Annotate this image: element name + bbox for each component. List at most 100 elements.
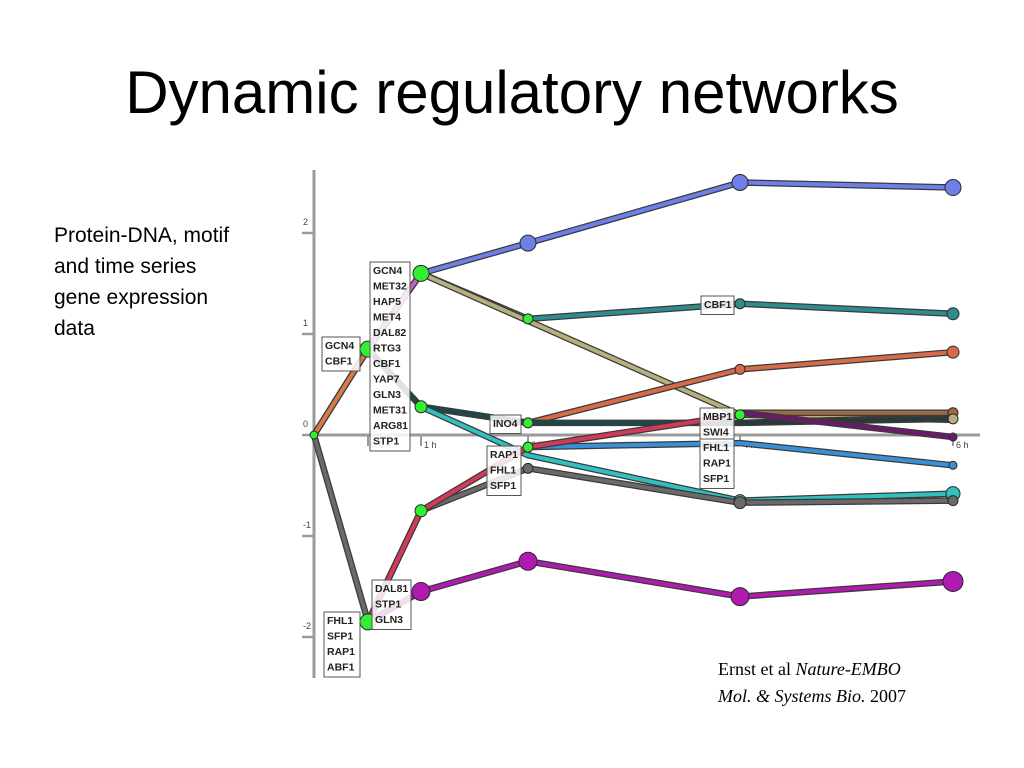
citation-line-1: Ernst et al Nature-EMBO (718, 656, 1018, 683)
split-node (942, 570, 964, 592)
tf-label-box: INO4 (489, 414, 522, 434)
tf-label-frame (699, 438, 735, 489)
split-node (412, 264, 430, 282)
tf-name: GCN4 (325, 340, 354, 352)
slide-title: Dynamic regulatory networks (125, 59, 899, 126)
citation-authors: Ernst et al (718, 659, 796, 679)
tf-name: YAP7 (373, 374, 400, 386)
regulatory-path (526, 441, 955, 468)
tf-label-frame (369, 261, 411, 452)
tf-name: ABF1 (327, 662, 355, 674)
tf-name: STP1 (375, 599, 401, 611)
split-node (309, 430, 319, 440)
tf-label-frame (323, 611, 361, 678)
split-node (947, 495, 959, 507)
tf-name: RAP1 (327, 646, 355, 658)
tf-label-frame (489, 414, 522, 434)
caption-line: Protein-DNA, motif (54, 224, 230, 247)
tf-name: SWI4 (703, 427, 729, 439)
caption-line: data (54, 317, 95, 340)
tf-name: GLN3 (375, 614, 403, 626)
tf-name: FHL1 (703, 442, 729, 454)
tf-label-frame (486, 445, 522, 496)
y-tick-label: 0 (303, 419, 308, 429)
regulatory-path (738, 410, 955, 440)
tf-name: CBF1 (325, 356, 353, 368)
tf-name: STP1 (373, 436, 399, 448)
tf-name: SFP1 (327, 631, 353, 643)
split-node (522, 313, 534, 325)
split-node (730, 587, 750, 607)
tf-name: RTG3 (373, 343, 401, 355)
tf-name: GCN4 (373, 265, 402, 277)
tf-name: MBP1 (703, 411, 732, 423)
tf-name: GLN3 (373, 389, 401, 401)
y-tick-label: 2 (303, 217, 308, 227)
chart-labels: GCN4CBF1GCN4MET32HAP5MET4DAL82RTG3CBF1YA… (321, 261, 735, 678)
tf-label-frame (371, 579, 412, 630)
chart-nodes (309, 174, 964, 631)
split-node (944, 179, 962, 197)
tf-label-frame (321, 336, 361, 372)
tf-name: MET31 (373, 405, 407, 417)
tf-name: INO4 (493, 418, 518, 430)
caption-line: gene expression (54, 286, 209, 309)
split-node (519, 234, 537, 252)
regulatory-path (419, 404, 955, 503)
tf-name: MET32 (373, 281, 407, 293)
citation-line-2: Mol. & Systems Bio. 2007 (718, 683, 1018, 710)
split-node (522, 462, 534, 474)
citation-journal: Nature-EMBO (795, 659, 901, 679)
tf-label-box: GCN4MET32HAP5MET4DAL82RTG3CBF1YAP7GLN3ME… (369, 261, 411, 452)
tf-name: DAL81 (375, 583, 408, 595)
tf-name: MET4 (373, 312, 401, 324)
tf-name: FHL1 (327, 615, 353, 627)
citation-year: 2007 (865, 686, 906, 706)
split-node (522, 417, 534, 429)
y-tick-label: -2 (303, 621, 311, 631)
split-node (414, 400, 428, 414)
citation: Ernst et al Nature-EMBO Mol. & Systems B… (718, 656, 1018, 710)
tf-name: RAP1 (490, 449, 518, 461)
split-node (948, 432, 958, 442)
regulatory-path (312, 433, 955, 624)
path-outline (417, 270, 957, 424)
split-node (733, 496, 747, 510)
x-tick-label: 1 h (424, 440, 437, 450)
tf-name: ARG81 (373, 420, 408, 432)
tf-name: SFP1 (490, 480, 516, 492)
split-node (946, 307, 960, 321)
y-tick-label: -1 (303, 520, 311, 530)
tf-name: CBF1 (373, 358, 401, 370)
tf-label-box: CBF1 (700, 295, 735, 315)
split-node (731, 174, 749, 191)
split-node (948, 460, 958, 470)
caption-line: and time series (54, 255, 197, 278)
tf-name: FHL1 (490, 465, 516, 477)
split-node (946, 345, 960, 359)
split-node (734, 409, 746, 421)
tf-label-frame (700, 295, 735, 315)
regulatory-path (738, 416, 955, 425)
x-tick-label: 6 h (956, 440, 969, 450)
tf-name: DAL82 (373, 327, 406, 339)
caption-text: Protein-DNA, motif and time series gene … (54, 220, 284, 344)
regulatory-path (366, 559, 955, 624)
y-tick-label: 1 (303, 318, 308, 328)
tf-name: CBF1 (704, 299, 732, 311)
citation-journal-cont: Mol. & Systems Bio. (718, 686, 866, 706)
tf-label-frame (699, 407, 735, 443)
split-node (734, 363, 746, 375)
split-node (411, 582, 431, 602)
split-node (522, 441, 534, 453)
tf-name: SFP1 (703, 473, 729, 485)
split-node (734, 298, 746, 310)
regulatory-path (366, 412, 742, 624)
